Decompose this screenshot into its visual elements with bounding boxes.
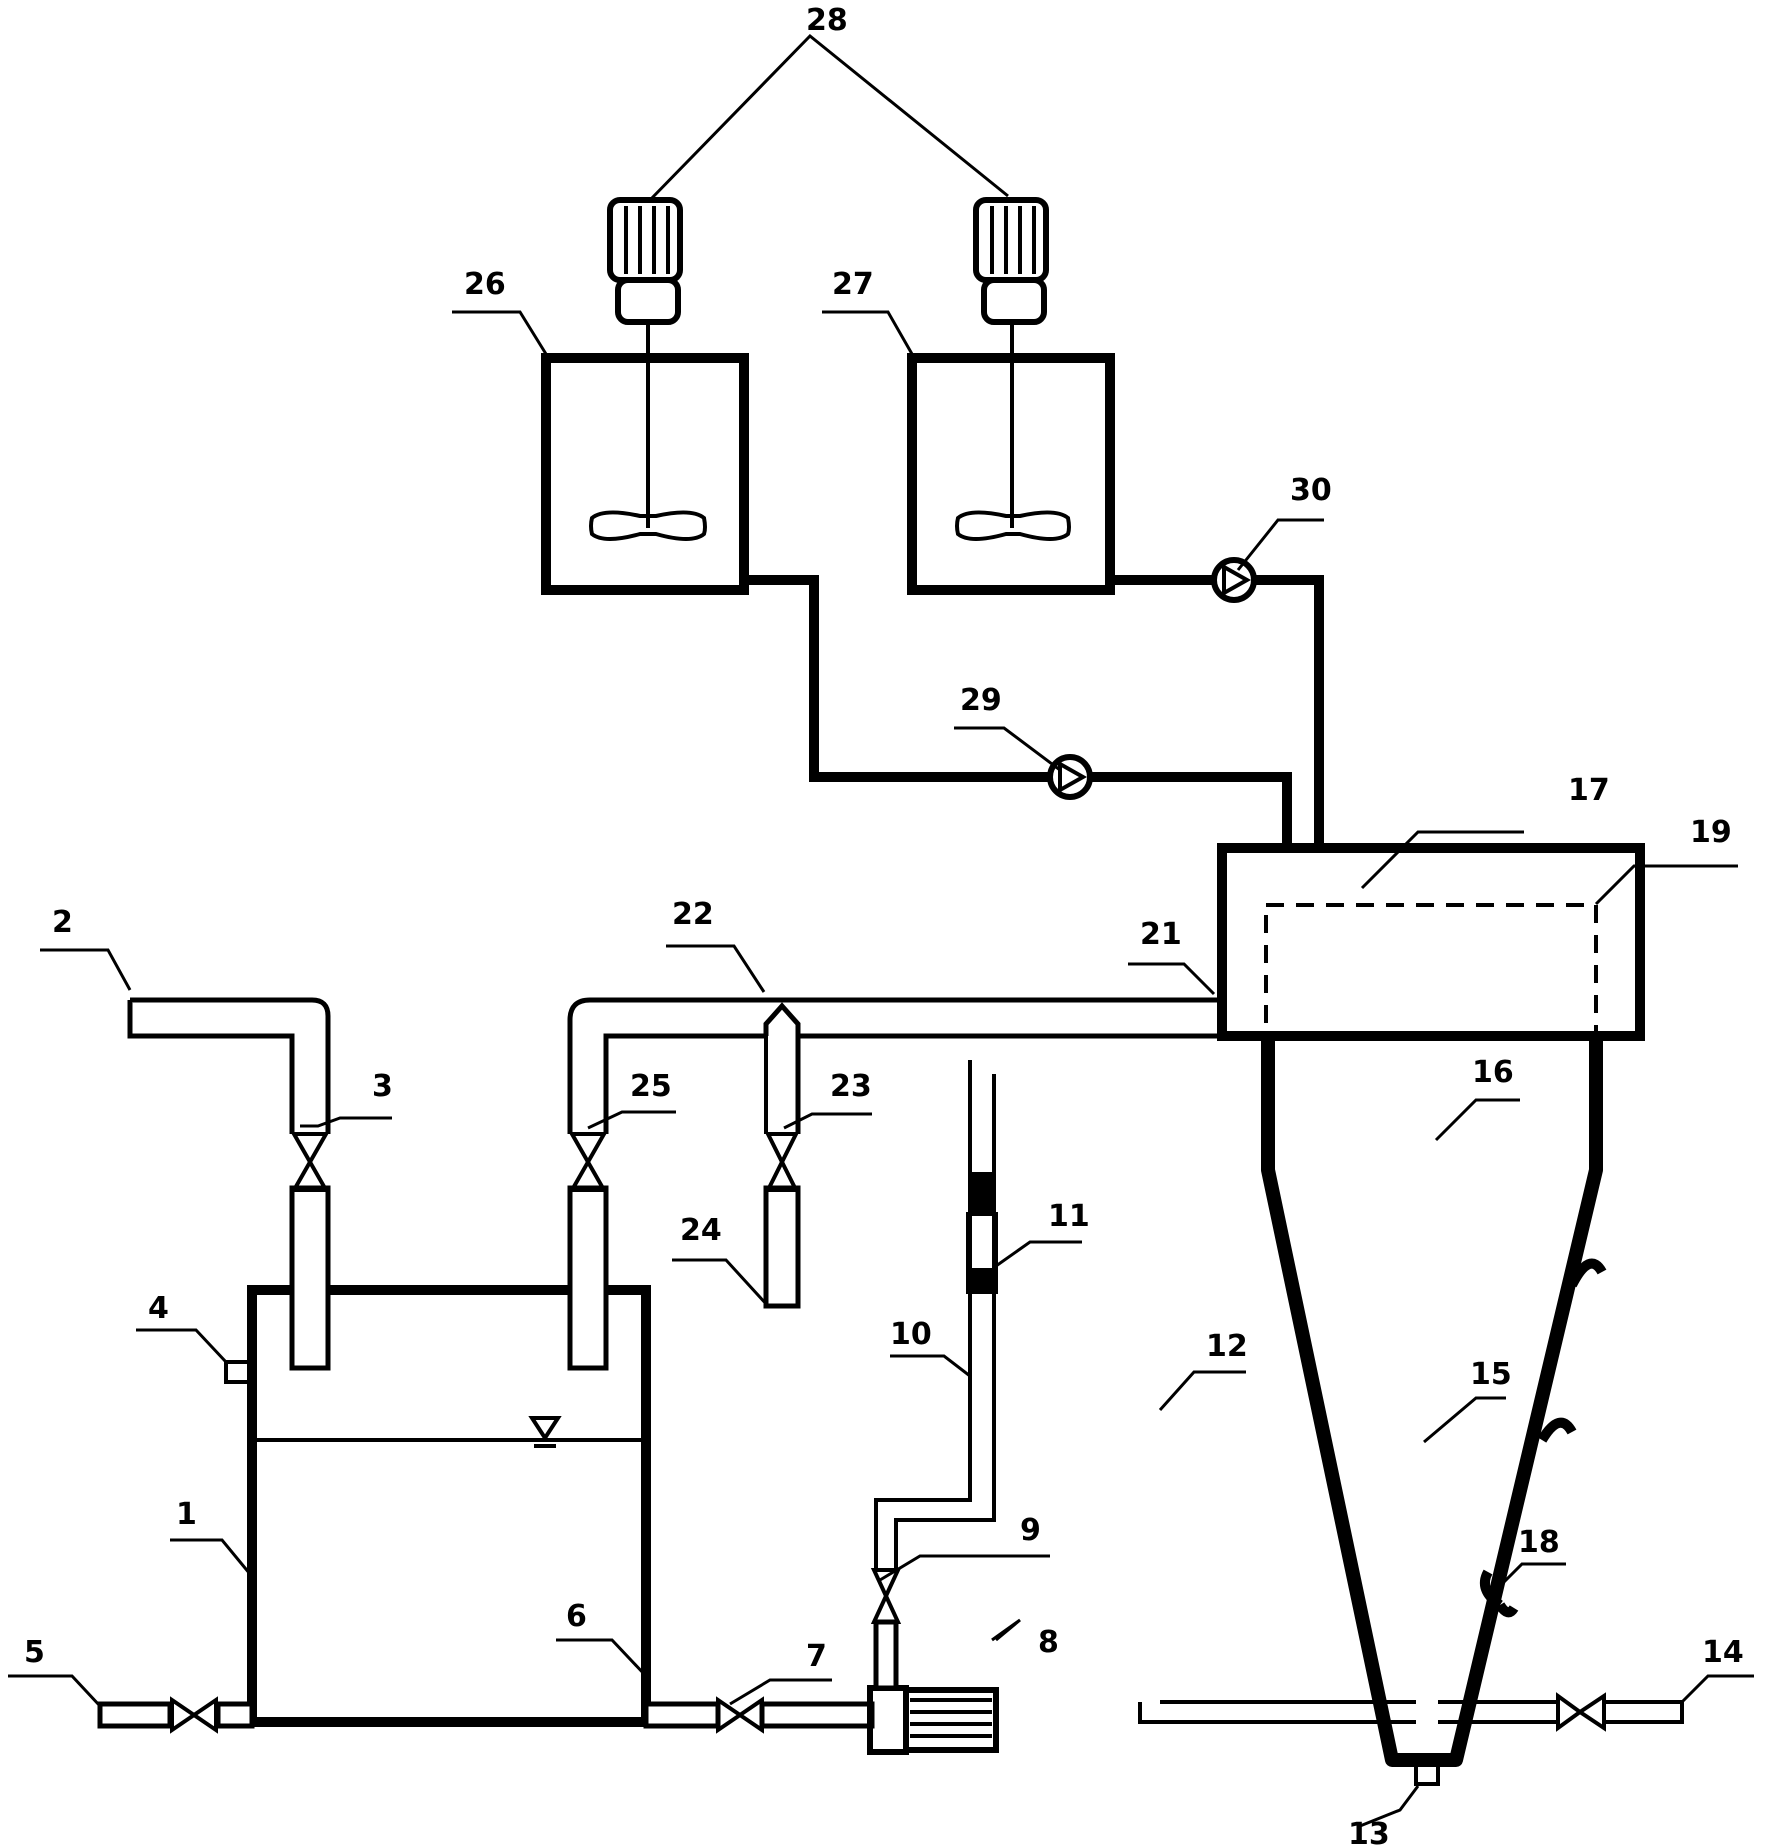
impeller-26 (589, 510, 707, 541)
label-1: 1 (176, 1497, 197, 1532)
label-12: 12 (1206, 1329, 1248, 1364)
label-5: 5 (24, 1635, 45, 1670)
level-indicator-icon (528, 1416, 562, 1442)
impeller-27 (955, 510, 1071, 541)
label-23: 23 (830, 1069, 872, 1104)
label-8: 8 (1038, 1625, 1059, 1660)
valve-5-icon (170, 1696, 218, 1734)
label-26: 26 (464, 267, 506, 302)
agitator-motor-26 (607, 197, 683, 325)
label-25: 25 (630, 1069, 672, 1104)
label-7: 7 (806, 1639, 827, 1674)
label-21: 21 (1140, 917, 1182, 952)
label-3: 3 (372, 1069, 393, 1104)
label-17: 17 (1568, 773, 1610, 808)
recycle-line-12 (1138, 1700, 1684, 1724)
pump-29-icon (1047, 754, 1093, 800)
valve-23-icon (764, 1132, 800, 1192)
valve-9-icon (870, 1568, 902, 1624)
label-16: 16 (1472, 1055, 1514, 1090)
drain-pipe-5 (97, 1701, 255, 1729)
label-28: 28 (806, 3, 848, 38)
label-10: 10 (890, 1317, 932, 1352)
leader-lines (8, 33, 1754, 1828)
label-29: 29 (960, 683, 1002, 718)
mixing-tank-26 (541, 322, 749, 595)
label-11: 11 (1048, 1199, 1090, 1234)
label-27: 27 (832, 267, 874, 302)
label-30: 30 (1290, 473, 1332, 508)
label-18: 18 (1518, 1525, 1560, 1560)
feed-pump-8 (867, 1685, 999, 1755)
dosing-line-29 (744, 575, 1292, 848)
agitator-motor-27 (973, 197, 1049, 325)
return-pipe-22 (567, 997, 1222, 1371)
inner-screen-19 (1264, 903, 1598, 1041)
label-6: 6 (566, 1599, 587, 1634)
label-13: 13 (1348, 1817, 1390, 1848)
label-19: 19 (1690, 815, 1732, 850)
pump-30-icon (1211, 557, 1257, 603)
outlet-pipe-6 (643, 1701, 875, 1729)
valve-25-icon (568, 1132, 608, 1192)
valve-3-icon (290, 1132, 330, 1192)
valve-14-icon (1556, 1692, 1606, 1732)
labels: 1 2 3 4 5 6 7 8 9 10 11 12 13 14 15 16 1… (24, 3, 1744, 1848)
dosing-line-30 (1110, 575, 1324, 848)
label-14: 14 (1702, 1635, 1744, 1670)
overflow-nozzle-4 (224, 1360, 254, 1384)
reactor-head-17 (1217, 843, 1645, 1041)
reactor-cone-15 (1261, 1036, 1603, 1786)
label-22: 22 (672, 897, 714, 932)
label-15: 15 (1470, 1357, 1512, 1392)
valve-7-icon (716, 1696, 764, 1734)
label-9: 9 (1020, 1513, 1041, 1548)
mixing-tank-27 (907, 322, 1115, 595)
storage-tank-1 (247, 1285, 651, 1727)
discharge-line-10 (873, 1060, 996, 1691)
label-2: 2 (52, 905, 73, 940)
sight-hooks-18 (1480, 1258, 1607, 1618)
label-4: 4 (148, 1291, 169, 1326)
flowmeter-11 (966, 1172, 998, 1294)
label-24: 24 (680, 1213, 722, 1248)
